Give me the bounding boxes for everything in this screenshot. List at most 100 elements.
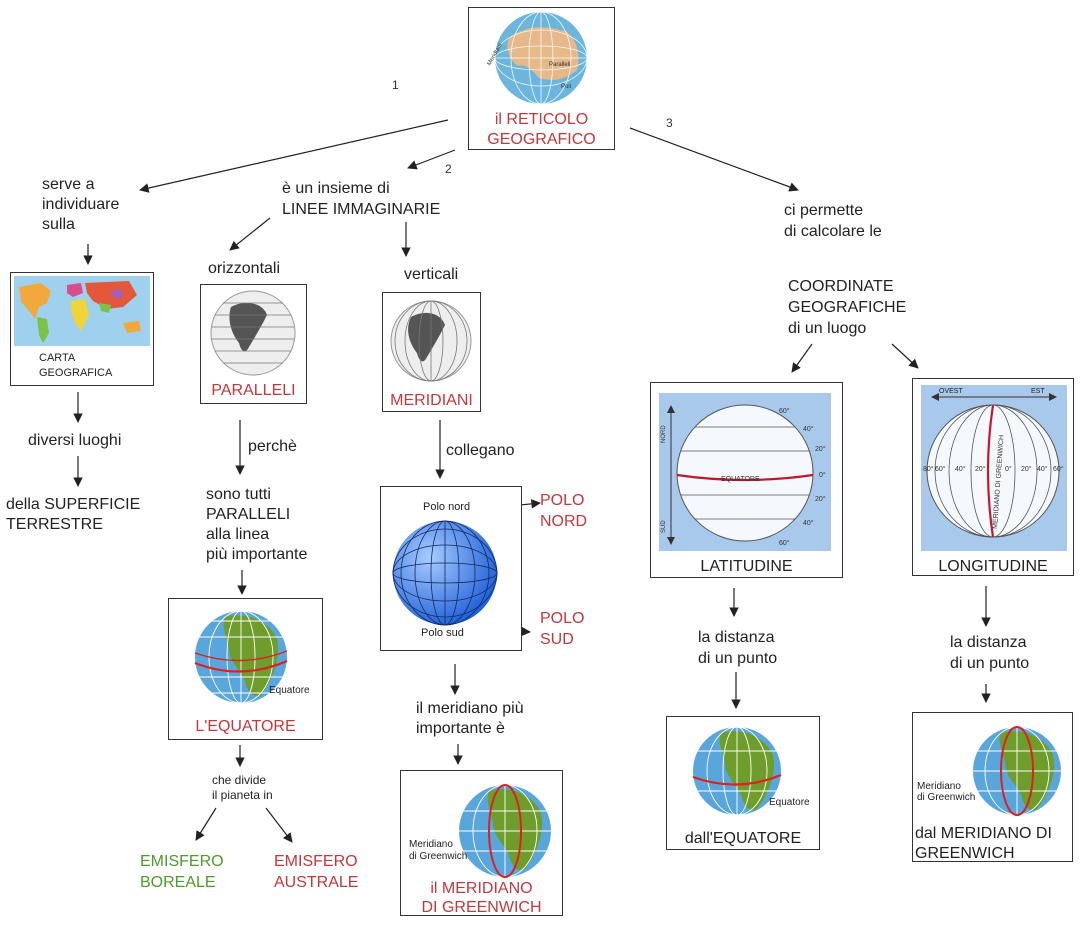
because-text-4: più importante <box>206 546 308 563</box>
polo-nord-text-2: NORD <box>540 513 588 530</box>
equator-small-label-2: Equatore <box>769 797 810 808</box>
lat-tick-60n: 60° <box>779 407 790 415</box>
lon-tick-20e: 20° <box>1021 465 1032 473</box>
divides-text-1: che divide <box>212 773 267 787</box>
longitudine-box: OVEST EST MERIDIANO DI GREENWICH 80° 60°… <box>912 378 1074 576</box>
lat-tick-40n: 40° <box>803 425 814 433</box>
because-text-1: sono tutti <box>206 486 271 503</box>
globe-label-paralleli: Paralleli <box>549 62 570 68</box>
dal-greenwich-box: Meridiano di Greenwich dal MERIDIANO DI … <box>912 712 1073 862</box>
equator-globe-icon-2 <box>692 726 782 816</box>
permette-text-1: ci permette <box>784 202 864 219</box>
root-title-line2: GEOGRAFICO <box>487 131 596 148</box>
orizzontali-text: orizzontali <box>208 260 281 277</box>
meridiani-box: MERIDIANI <box>382 292 481 412</box>
coordinate-text-2: GEOGRAFICHE <box>788 299 907 316</box>
lat-equator-label: EQUATORE <box>721 476 760 483</box>
greenwich-globe-icon-2 <box>973 726 1061 816</box>
equator-small-label: Equatore <box>269 685 310 696</box>
superficie-text-1: della SUPERFICIE <box>6 496 141 513</box>
lon-tick-20w: 20° <box>975 465 986 473</box>
equatore-box: Equatore L'EQUATORE <box>168 598 323 740</box>
lat-tick-20n: 20° <box>815 445 826 453</box>
meridiani-globe-icon <box>390 300 472 382</box>
australe-text-1: EMISFERO <box>274 853 358 870</box>
dall-equatore-caption: dall'EQUATORE <box>684 830 802 847</box>
dal-greenwich-caption-1: dal MERIDIANO DI <box>915 825 1052 842</box>
meridiani-caption: MERIDIANI <box>390 392 473 409</box>
equator-globe-icon <box>194 610 288 704</box>
lon-est-label: EST <box>1031 388 1045 395</box>
world-map-icon <box>14 276 150 346</box>
lon-tick-60e: 60° <box>1053 465 1064 473</box>
coordinate-text-1: COORDINATE <box>788 278 894 295</box>
most-important-text-2: importante è <box>416 720 505 737</box>
boreale-text-2: BOREALE <box>140 874 216 891</box>
lon-tick-0: 0° <box>1005 465 1012 473</box>
lat-nord-label: NORD <box>661 425 667 443</box>
lat-sud-label: SUD <box>661 520 667 533</box>
most-important-text-1: il meridiano più <box>416 700 524 717</box>
latitudine-box: EQUATORE NORD SUD 60° 40° 20° 0° 20° 40°… <box>650 382 843 578</box>
branch-number-2: 2 <box>445 162 452 176</box>
greenwich-globe-icon <box>459 784 551 878</box>
paralleli-box: PARALLELI <box>200 284 307 404</box>
distance-lat-text-2: di un punto <box>698 650 778 667</box>
permette-text-2: di calcolare le <box>784 223 882 240</box>
greenwich-box: Meridiano di Greenwich il MERIDIANO DI G… <box>400 770 563 916</box>
lon-tick-80w: 80° <box>923 465 934 473</box>
polo-sud-text-2: SUD <box>540 631 574 648</box>
branch-number-1: 1 <box>392 78 399 92</box>
superficie-text-2: TERRESTRE <box>6 516 103 533</box>
latitude-diagram-icon: EQUATORE NORD SUD 60° 40° 20° 0° 20° 40°… <box>659 393 831 551</box>
root-title-line1: il RETICOLO <box>494 111 589 128</box>
polo-sud-text-1: POLO <box>540 610 585 627</box>
poles-globe-icon <box>392 520 498 626</box>
polo-nord-text-1: POLO <box>540 492 585 509</box>
boreale-text-1: EMISFERO <box>140 853 224 870</box>
lon-ovest-label: OVEST <box>939 388 963 395</box>
australe-text-2: AUSTRALE <box>274 874 359 891</box>
greenwich-small-label-1: Meridiano <box>409 839 453 850</box>
lat-tick-20s: 20° <box>815 495 826 503</box>
equatore-caption: L'EQUATORE <box>195 718 296 735</box>
longitude-diagram-icon: OVEST EST MERIDIANO DI GREENWICH 80° 60°… <box>921 385 1067 551</box>
branch-number-3: 3 <box>666 116 673 130</box>
longitudine-caption: LONGITUDINE <box>938 558 1048 575</box>
distance-lon-text-1: la distanza <box>950 634 1027 651</box>
greenwich-small-label-2: di Greenwich <box>409 851 468 862</box>
carta-geografica-box: CARTA GEOGRAFICA <box>10 272 154 386</box>
poli-box: Polo nord Polo sud <box>380 486 522 651</box>
paralleli-caption: PARALLELI <box>211 382 296 399</box>
greenwich-small-label-3: Meridiano <box>917 781 961 792</box>
divides-text-2: il pianeta in <box>212 788 273 802</box>
polo-sud-small-label: Polo sud <box>421 627 464 639</box>
root-box: Meridiani Paralleli Poli il RETICOLO GEO… <box>468 7 615 150</box>
coordinate-text-3: di un luogo <box>788 320 867 337</box>
diversi-luoghi-text: diversi luoghi <box>28 432 122 449</box>
perche-text: perchè <box>248 438 297 455</box>
serve-text-1: serve a <box>42 176 95 193</box>
dall-equatore-box: Equatore dall'EQUATORE <box>666 716 820 850</box>
polo-nord-small-label: Polo nord <box>423 501 471 513</box>
serve-text-2: individuare <box>42 196 120 213</box>
serve-text-3: sulla <box>42 216 75 233</box>
insieme-text-2: LINEE IMMAGINARIE <box>282 201 441 218</box>
because-text-3: alla linea <box>206 526 270 543</box>
insieme-text-1: è un insieme di <box>282 180 390 197</box>
lat-tick-40s: 40° <box>803 519 814 527</box>
paralleli-globe-icon <box>210 290 296 376</box>
lon-tick-40e: 40° <box>1037 465 1048 473</box>
lon-tick-40w: 40° <box>955 465 966 473</box>
because-text-2: PARALLELI <box>206 506 291 523</box>
greenwich-caption-2: DI GREENWICH <box>421 899 542 916</box>
reticolo-globe-icon: Meridiani Paralleli Poli <box>487 11 588 105</box>
verticali-text: verticali <box>404 266 459 283</box>
map-caption-line2: GEOGRAFICA <box>39 367 113 379</box>
lat-tick-60s: 60° <box>779 539 790 547</box>
map-caption-line1: CARTA <box>39 352 76 364</box>
greenwich-caption-1: il MERIDIANO <box>430 880 533 897</box>
latitudine-caption: LATITUDINE <box>700 558 793 575</box>
